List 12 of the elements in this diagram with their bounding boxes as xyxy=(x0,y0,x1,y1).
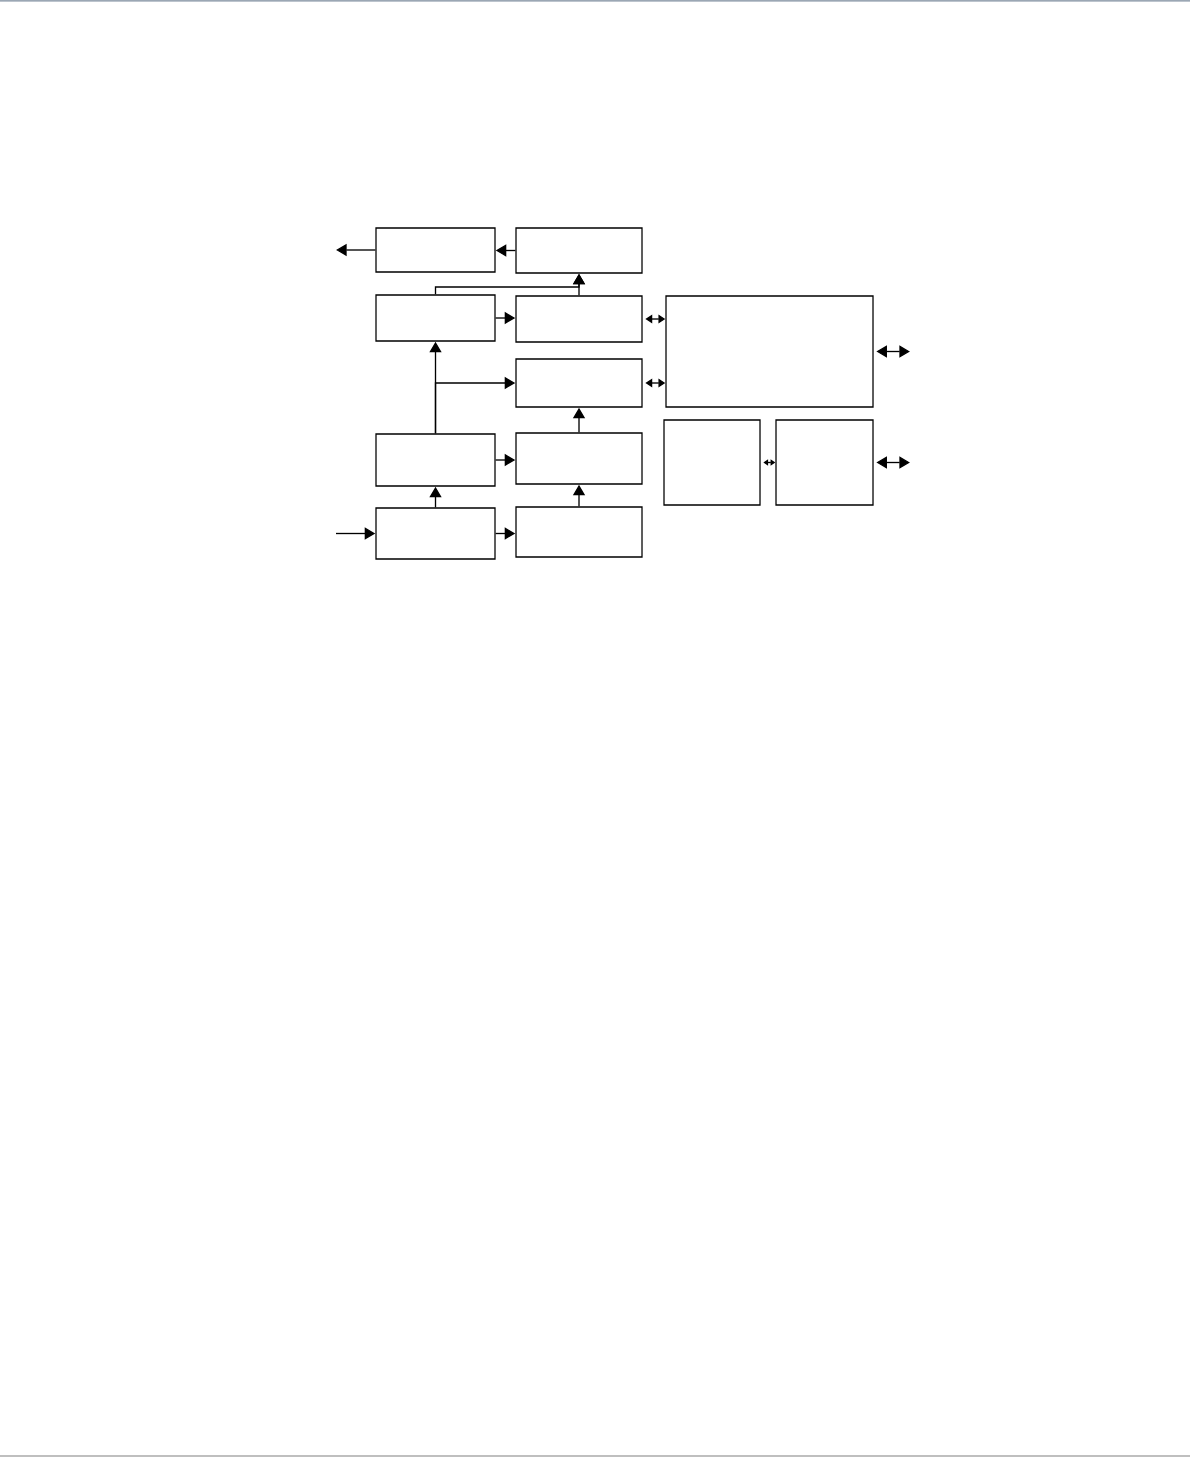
process-box xyxy=(665,295,874,408)
process-box xyxy=(515,506,643,558)
process-box xyxy=(375,227,496,273)
process-box xyxy=(515,295,643,343)
process-box xyxy=(775,419,874,506)
process-box xyxy=(375,433,496,487)
process-box xyxy=(375,507,496,560)
process-box xyxy=(515,227,643,274)
process-box xyxy=(515,432,643,485)
process-box xyxy=(375,294,496,342)
process-box xyxy=(515,358,643,408)
process-box xyxy=(663,419,761,506)
